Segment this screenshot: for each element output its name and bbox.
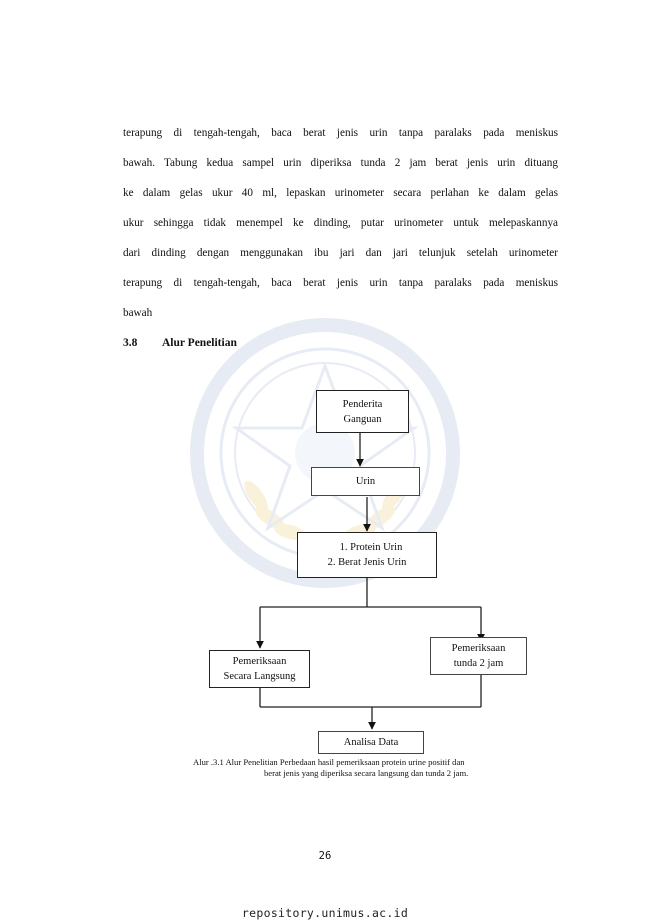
section-number: 3.8 — [123, 337, 138, 349]
flow-node-analisa: Analisa Data — [318, 731, 424, 754]
paragraph-line: terapung di tengah-tengah, baca berat je… — [123, 277, 558, 289]
paragraph-line: dari dinding dengan menggunakan ibu jari… — [123, 247, 558, 259]
flow-node-text: 1. Protein Urin — [339, 542, 403, 553]
flow-node-text: Penderita — [342, 398, 383, 410]
flow-node-tunda: Pemeriksaan tunda 2 jam — [430, 637, 527, 675]
flow-node-text: 2. Berat Jenis Urin — [327, 557, 407, 568]
caption-line: Alur .3.1 Alur Penelitian Perbedaan hasi… — [193, 757, 465, 767]
flow-node-penderita: Penderita Ganguan — [316, 390, 409, 433]
flow-node-parameters: 1. Protein Urin 2. Berat Jenis Urin — [297, 532, 437, 578]
paragraph-line: bawah. Tabung kedua sampel urin diperiks… — [123, 157, 558, 169]
paragraph-line: bawah — [123, 307, 153, 319]
paragraph-line: terapung di tengah-tengah, baca berat je… — [123, 127, 558, 139]
section-heading: 3.8 Alur Penelitian — [123, 336, 237, 350]
flow-node-text: Urin — [355, 476, 376, 487]
flow-node-text: Analisa Data — [343, 737, 399, 748]
paragraph-line: ke dalam gelas ukur 40 ml, lepaskan urin… — [123, 187, 558, 199]
repository-footer: repository.unimus.ac.id — [241, 906, 409, 920]
caption-line: berat jenis yang diperiksa secara langsu… — [264, 768, 469, 778]
flow-node-text: Pemeriksaan — [232, 656, 287, 667]
paragraph-line: ukur sehingga tidak menempel ke dinding,… — [123, 217, 558, 229]
flow-node-langsung: Pemeriksaan Secara Langsung — [209, 650, 310, 688]
flow-node-text: Ganguan — [343, 413, 382, 425]
flow-node-urin: Urin — [311, 467, 420, 496]
page-number: 26 — [318, 850, 332, 862]
figure-caption: Alur .3.1 Alur Penelitian Perbedaan hasi… — [193, 757, 553, 779]
section-title: Alur Penelitian — [162, 337, 237, 349]
flow-node-text: Pemeriksaan — [451, 643, 506, 654]
flow-node-text: Secara Langsung — [223, 671, 296, 682]
flow-node-text: tunda 2 jam — [453, 658, 504, 669]
